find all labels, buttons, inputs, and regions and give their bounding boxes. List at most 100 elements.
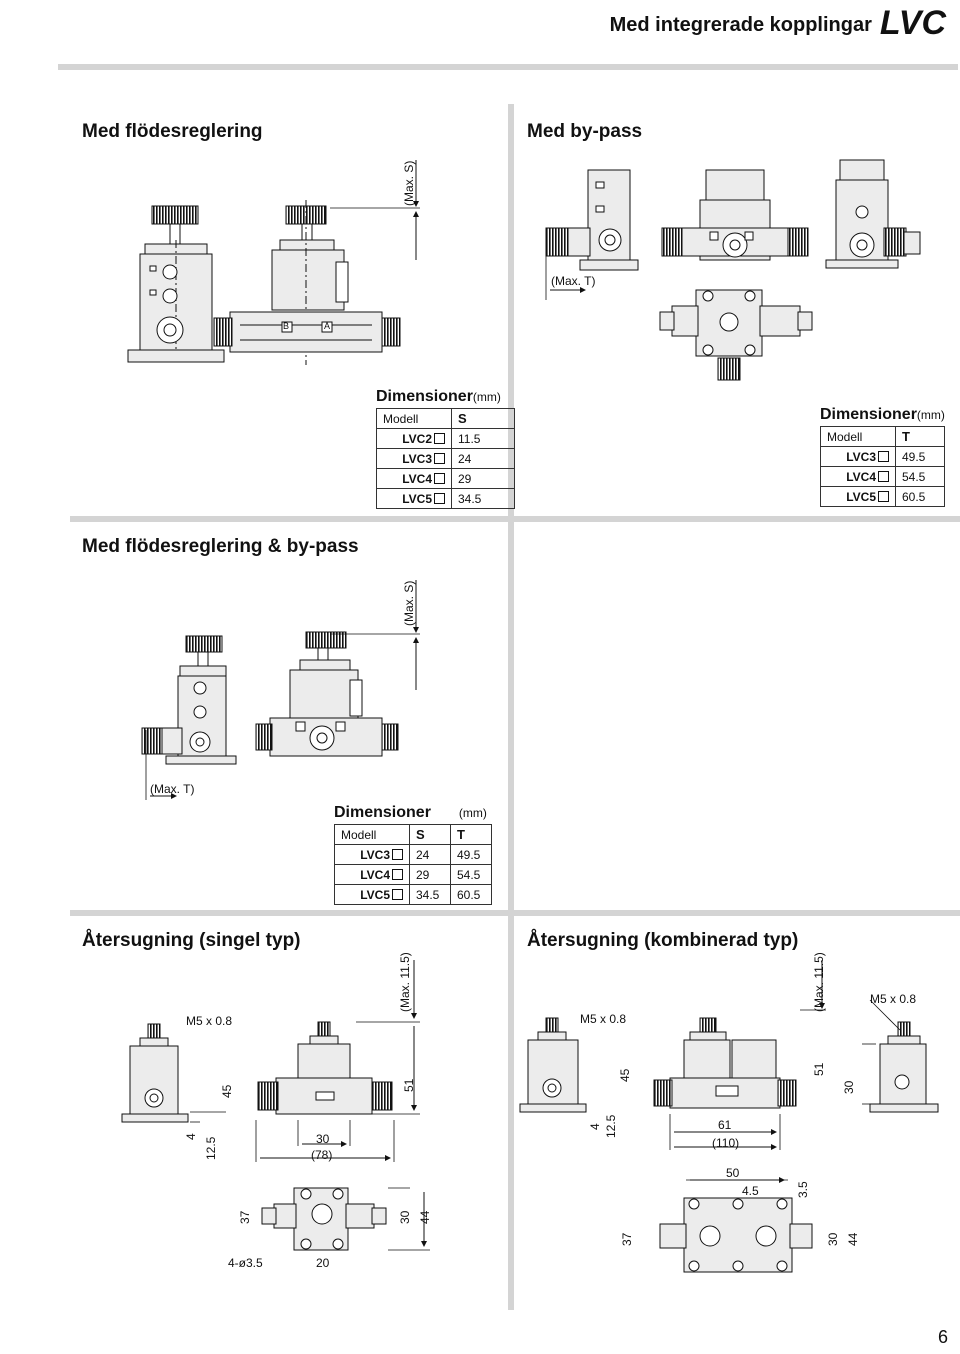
table-cell-model: LVC5 bbox=[334, 884, 410, 905]
label-max-s: (Max. S) bbox=[402, 160, 416, 206]
table-cell-model: LVC5 bbox=[820, 486, 896, 507]
table-cell: 54.5 bbox=[895, 466, 945, 487]
table-cell-model: LVC5 bbox=[376, 488, 452, 509]
dim-label: 12.5 bbox=[604, 1114, 618, 1138]
suction-combined-right-view bbox=[862, 999, 939, 1113]
dim-label: 4-ø3.5 bbox=[228, 1256, 263, 1270]
dim-label: 51 bbox=[402, 1078, 416, 1092]
section-title-flow-bypass: Med flödesreglering & by-pass bbox=[82, 536, 359, 557]
dim-label: (110) bbox=[712, 1136, 740, 1150]
table-header-cell: S bbox=[409, 824, 451, 845]
label-max-115: (Max. 11.5) bbox=[812, 952, 826, 1012]
dim-label: 51 bbox=[812, 1062, 826, 1076]
table-cell: 24 bbox=[451, 448, 515, 469]
table-header-cell: Modell bbox=[376, 408, 452, 429]
label-max-t: (Max. T) bbox=[551, 274, 596, 288]
dim-label: 45 bbox=[618, 1068, 632, 1082]
dim-label: 4 bbox=[588, 1123, 602, 1130]
table-title: Dimensioner bbox=[334, 804, 431, 821]
table-cell-model: LVC3 bbox=[334, 844, 410, 865]
table-header-cell: Modell bbox=[820, 426, 896, 447]
table-header-cell: S bbox=[451, 408, 515, 429]
table-title: Dimensioner bbox=[376, 388, 473, 405]
bypass-left-view bbox=[545, 169, 639, 300]
table-title: Dimensioner bbox=[820, 406, 917, 423]
dim-label: 44 bbox=[846, 1232, 860, 1246]
table-cell-model: LVC3 bbox=[376, 448, 452, 469]
dim-label: 45 bbox=[220, 1084, 234, 1098]
dim-label: 3.5 bbox=[796, 1181, 810, 1198]
dim-label: 37 bbox=[238, 1210, 252, 1224]
label-thread: M5 x 0.8 bbox=[870, 992, 917, 1006]
table-cell: 49.5 bbox=[450, 844, 492, 865]
label-thread: M5 x 0.8 bbox=[186, 1014, 233, 1028]
table-cell: 34.5 bbox=[409, 884, 451, 905]
table-unit: (mm) bbox=[458, 806, 487, 820]
label-port-a: A bbox=[324, 321, 331, 331]
table-cell: 54.5 bbox=[450, 864, 492, 885]
label-port-b: B bbox=[283, 321, 290, 331]
header-rule bbox=[58, 64, 958, 70]
bypass-right-view bbox=[825, 159, 921, 269]
label-max-115: (Max. 11.5) bbox=[398, 952, 412, 1012]
table-cell: 11.5 bbox=[451, 428, 515, 449]
dim-label: 44 bbox=[418, 1210, 432, 1224]
table-unit: (mm) bbox=[916, 408, 945, 422]
row-separator-1 bbox=[70, 516, 960, 522]
dim-label: 30 bbox=[316, 1132, 330, 1146]
suction-single-top-view bbox=[261, 1187, 430, 1251]
section-title-suction-combined: Återsugning (kombinerad typ) bbox=[527, 930, 799, 951]
section-title-flow: Med flödesreglering bbox=[82, 121, 263, 142]
page-header-title: Med integrerade kopplingar LVC bbox=[610, 4, 946, 43]
table-cell-model: LVC3 bbox=[820, 446, 896, 467]
dim-label: 30 bbox=[398, 1210, 412, 1224]
page-number: 6 bbox=[937, 1327, 948, 1347]
flow-front-view bbox=[213, 160, 420, 365]
header-model: LVC bbox=[879, 4, 946, 42]
suction-combined-front-view bbox=[653, 960, 826, 1150]
dim-label: 12.5 bbox=[204, 1136, 218, 1160]
table-header-cell: T bbox=[450, 824, 492, 845]
table-cell: 34.5 bbox=[451, 488, 515, 509]
column-separator-bottom bbox=[508, 910, 514, 1310]
table-header-cell: Modell bbox=[334, 824, 410, 845]
dim-label: 50 bbox=[726, 1166, 740, 1180]
flow-side-view bbox=[127, 205, 225, 363]
section-title-suction-single: Återsugning (singel typ) bbox=[82, 930, 301, 951]
label-thread: M5 x 0.8 bbox=[580, 1012, 627, 1026]
table-cell: 24 bbox=[409, 844, 451, 865]
table-cell-model: LVC4 bbox=[334, 864, 410, 885]
table-header-cell: T bbox=[895, 426, 945, 447]
bypass-front-view bbox=[661, 169, 809, 261]
dim-label: 30 bbox=[842, 1080, 856, 1094]
table-cell-model: LVC4 bbox=[376, 468, 452, 489]
dim-label: 37 bbox=[620, 1232, 634, 1246]
table-cell: 49.5 bbox=[895, 446, 945, 467]
section-title-bypass: Med by-pass bbox=[527, 121, 643, 142]
dim-label: 4.5 bbox=[742, 1184, 759, 1198]
table-cell: 29 bbox=[409, 864, 451, 885]
dim-label: (78) bbox=[311, 1148, 333, 1162]
header-title-text: Med integrerade kopplingar bbox=[609, 14, 872, 36]
dim-label: 30 bbox=[826, 1232, 840, 1246]
row-separator-2 bbox=[70, 910, 960, 916]
dim-label: 4 bbox=[184, 1133, 198, 1140]
table-unit: (mm) bbox=[472, 390, 501, 404]
table-cell: 29 bbox=[451, 468, 515, 489]
bypass-top-view bbox=[659, 289, 813, 381]
suction-combined-top-view bbox=[659, 1177, 813, 1273]
